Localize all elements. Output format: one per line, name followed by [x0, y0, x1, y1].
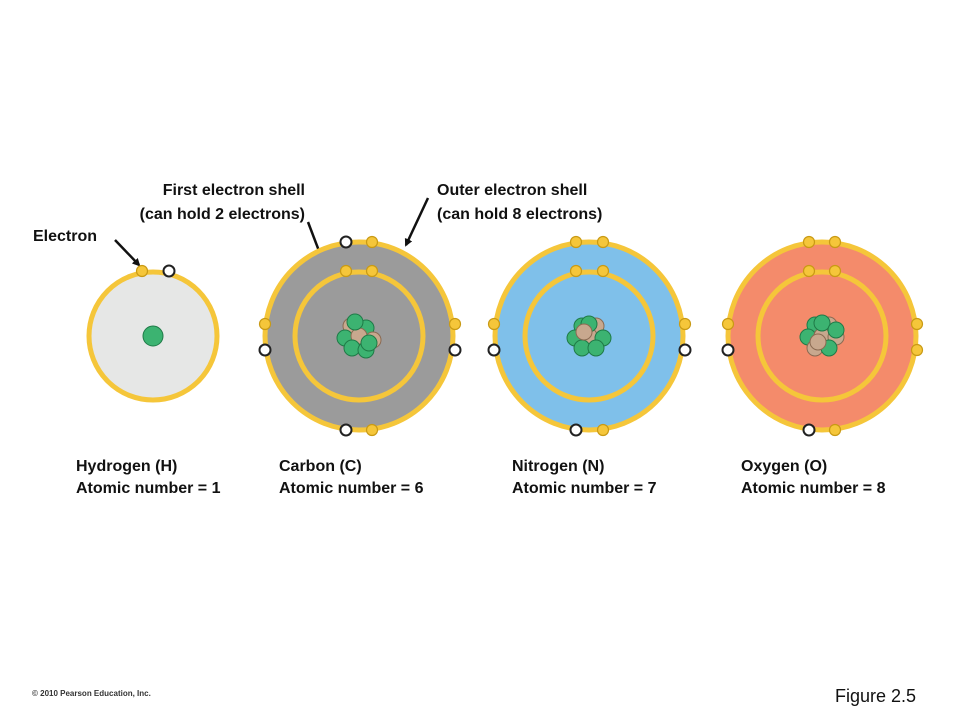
- electron-pointer-arrow: [114, 239, 141, 267]
- figure-label: Figure 2.5: [834, 686, 916, 706]
- carbon-empty-slot-1: [339, 235, 353, 249]
- proton: [360, 334, 378, 352]
- carbon-empty-slot-4: [339, 423, 353, 437]
- nitrogen-first-shell: [522, 269, 656, 403]
- nitrogen-name: Nitrogen (N): [512, 458, 605, 475]
- hydrogen-electron: [135, 264, 149, 278]
- oxygen-nucleus: [799, 314, 845, 357]
- oxygen-electron-1: [802, 264, 816, 278]
- carbon-electron-1: [339, 264, 353, 278]
- nitrogen-outer-shell: [492, 239, 686, 433]
- oxygen-electron-3: [802, 235, 816, 249]
- oxygen-outer-shell: [725, 239, 919, 433]
- proton: [813, 314, 831, 332]
- oxygen-empty-slot-1: [721, 343, 735, 357]
- oxygen-electron-5: [721, 317, 735, 331]
- hydrogen-name: Hydrogen (H): [76, 458, 178, 475]
- nitrogen-electron-5: [487, 317, 501, 331]
- carbon-electron-2: [365, 264, 379, 278]
- copyright-notice: © 2010 Pearson Education, Inc.: [32, 689, 151, 698]
- nitrogen-atomic-number: Atomic number = 7: [512, 480, 657, 497]
- first-shell-capacity-label: (can hold 2 electrons): [139, 206, 305, 223]
- carbon-atom: [258, 235, 462, 437]
- oxygen-electron-2: [828, 264, 842, 278]
- nitrogen-electron-4: [596, 235, 610, 249]
- proton: [343, 339, 361, 357]
- oxygen-electron-6: [910, 317, 924, 331]
- outer-shell-pointer-arrow: [404, 197, 430, 247]
- oxygen-name: Oxygen (O): [741, 458, 828, 475]
- nitrogen-empty-slot-2: [678, 343, 692, 357]
- nitrogen-empty-slot-3: [569, 423, 583, 437]
- nitrogen-electron-3: [569, 235, 583, 249]
- carbon-empty-slot-2: [258, 343, 272, 357]
- nitrogen-electron-1: [569, 264, 583, 278]
- proton: [346, 313, 364, 331]
- carbon-first-shell: [292, 269, 426, 403]
- outer-shell-label: Outer electron shell: [437, 182, 588, 199]
- carbon-electron-5: [448, 317, 462, 331]
- carbon-electron-3: [365, 235, 379, 249]
- outer-shell-capacity-label: (can hold 8 electrons): [437, 206, 603, 223]
- nitrogen-electron-7: [596, 423, 610, 437]
- first-shell-label: First electron shell: [162, 182, 305, 199]
- oxygen-first-shell: [755, 269, 889, 403]
- nitrogen-nucleus: [566, 315, 612, 357]
- hydrogen-nucleus: [142, 325, 164, 347]
- carbon-outer-shell: [262, 239, 456, 433]
- nitrogen-atom: [487, 235, 692, 437]
- oxygen-electron-7: [910, 343, 924, 357]
- oxygen-electron-8: [828, 423, 842, 437]
- nitrogen-electron-2: [596, 264, 610, 278]
- nitrogen-electron-6: [678, 317, 692, 331]
- carbon-atomic-number: Atomic number = 6: [279, 480, 424, 497]
- carbon-electron-6: [365, 423, 379, 437]
- carbon-nucleus: [336, 313, 382, 359]
- neutron: [809, 333, 827, 351]
- electron-label: Electron: [33, 228, 98, 245]
- carbon-empty-slot-3: [448, 343, 462, 357]
- hydrogen-empty-slot: [162, 264, 176, 278]
- neutron: [575, 323, 593, 341]
- hydrogen-atomic-number: Atomic number = 1: [76, 480, 221, 497]
- oxygen-empty-slot-2: [802, 423, 816, 437]
- hydrogen-atom: [86, 264, 220, 403]
- nitrogen-empty-slot-1: [487, 343, 501, 357]
- proton: [827, 321, 845, 339]
- oxygen-atom: [721, 235, 924, 437]
- hydrogen-first-shell: [86, 269, 220, 403]
- carbon-name: Carbon (C): [279, 458, 362, 475]
- proton: [587, 339, 605, 357]
- carbon-electron-4: [258, 317, 272, 331]
- oxygen-atomic-number: Atomic number = 8: [741, 480, 886, 497]
- oxygen-electron-4: [828, 235, 842, 249]
